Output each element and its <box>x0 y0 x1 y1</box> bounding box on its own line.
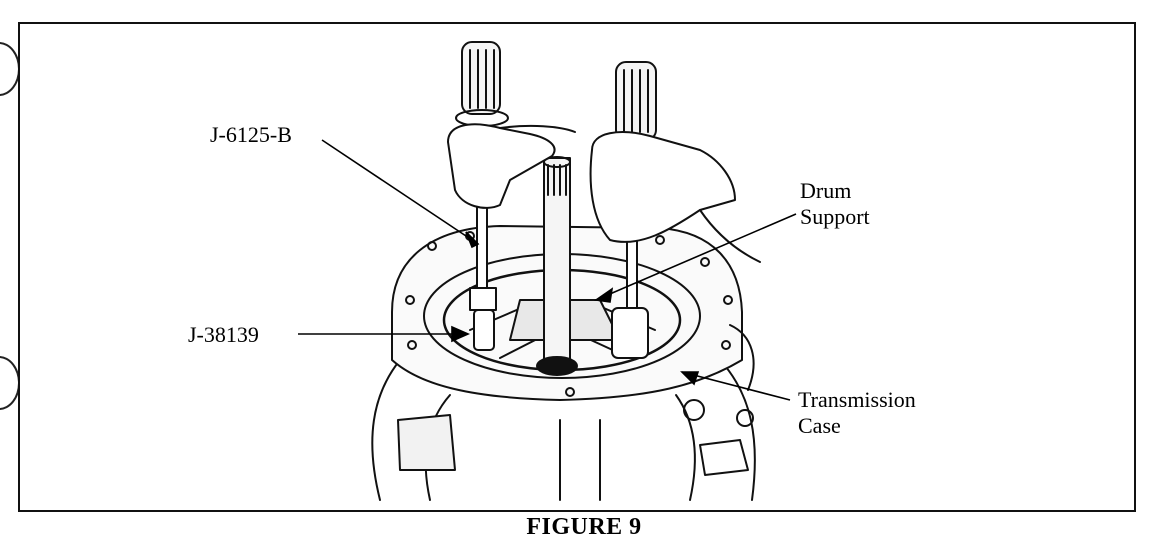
left-hand <box>447 123 556 209</box>
label-j38139: J-38139 <box>188 322 259 347</box>
label-j6125b: J-6125-B <box>210 122 292 147</box>
label-drum-support-line2: Support <box>800 204 870 229</box>
leader-drum-support <box>595 213 797 301</box>
leader-j6125b <box>321 139 479 245</box>
label-drum-support-line1: Drum <box>800 178 852 203</box>
label-transmission-case-line2: Case <box>798 413 841 438</box>
figure-caption: FIGURE 9 <box>526 514 642 540</box>
label-transmission-case-line1: Transmission <box>798 387 916 412</box>
leader-transmission-case <box>681 371 791 401</box>
right-hand <box>589 131 736 243</box>
figure-frame <box>18 22 1136 512</box>
